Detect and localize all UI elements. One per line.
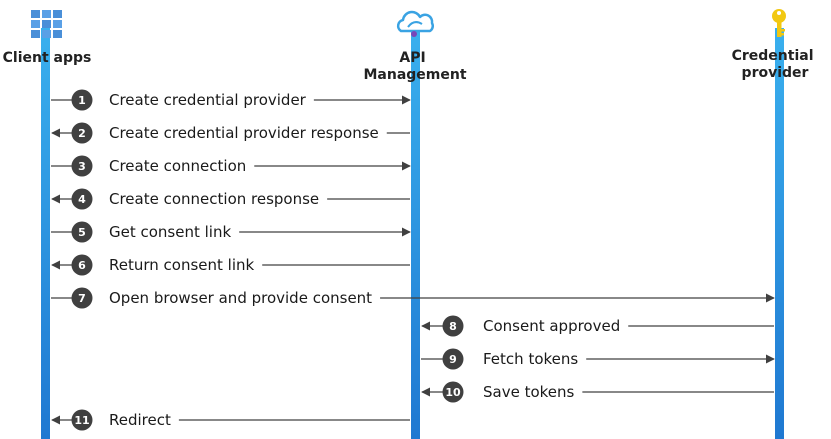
step-7-number: 7: [78, 292, 86, 305]
step-8-number: 8: [449, 320, 457, 333]
step-6-label: Return consent link: [109, 256, 255, 274]
step-5-number: 5: [78, 226, 86, 239]
step-6: Return consent link 6: [51, 254, 410, 276]
step-1: Create credential provider 1: [51, 89, 411, 111]
step-2-label: Create credential provider response: [109, 124, 379, 142]
step-8-badge: [442, 315, 464, 337]
step-1-badge: [71, 89, 93, 111]
provider-lifeline: [775, 28, 784, 439]
step-3-label: Create connection: [109, 157, 246, 175]
step-5-label: Get consent link: [109, 223, 231, 241]
step-1-number: 1: [78, 94, 86, 107]
cloud-api-icon: [396, 10, 434, 37]
step-9-number: 9: [449, 353, 457, 366]
step-8: Consent approved 8: [421, 315, 774, 337]
step-4: Create connection response 4: [51, 188, 410, 210]
step-3: Create connection 3: [51, 155, 411, 177]
step-6-number: 6: [78, 259, 86, 272]
step-10-label: Save tokens: [483, 383, 575, 401]
step-4-label: Create connection response: [109, 190, 319, 208]
actor-label-apim: API Management: [363, 50, 466, 83]
step-4-badge: [71, 188, 93, 210]
actor-label-client: Client apps: [3, 50, 92, 66]
step-7-badge: [71, 287, 93, 309]
key-icon: [772, 9, 786, 37]
step-10-badge: [442, 381, 464, 403]
step-1-label: Create credential provider: [109, 91, 307, 109]
step-4-number: 4: [78, 193, 86, 206]
step-9: Fetch tokens 9: [421, 348, 775, 370]
client-lifeline: [41, 28, 50, 439]
step-2: Create credential provider response 2: [51, 122, 410, 144]
step-2-number: 2: [78, 127, 86, 140]
step-11-label: Redirect: [109, 411, 171, 429]
step-3-badge: [71, 155, 93, 177]
step-11: Redirect 11: [51, 409, 410, 431]
apim-lifeline: [411, 28, 420, 439]
step-3-number: 3: [78, 160, 86, 173]
step-10: Save tokens 10: [421, 381, 774, 403]
step-7-label: Open browser and provide consent: [109, 289, 372, 307]
actor-label-provider: Credential provider: [732, 48, 819, 81]
step-6-badge: [71, 254, 93, 276]
step-11-badge: [71, 409, 93, 431]
step-9-label: Fetch tokens: [483, 350, 578, 368]
step-5: Get consent link 5: [51, 221, 411, 243]
step-5-badge: [71, 221, 93, 243]
step-7: Open browser and provide consent 7: [51, 287, 775, 309]
step-10-number: 10: [445, 386, 461, 399]
step-2-badge: [71, 122, 93, 144]
step-9-badge: [442, 348, 464, 370]
step-8-label: Consent approved: [483, 317, 620, 335]
step-11-number: 11: [74, 414, 89, 427]
grid-apps-icon: [31, 10, 62, 38]
